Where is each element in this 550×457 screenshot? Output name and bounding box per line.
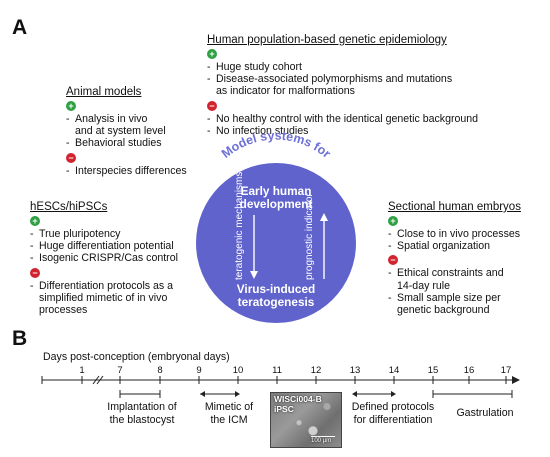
list-item: -Analysis in vivo xyxy=(66,113,148,125)
scale-bar xyxy=(311,436,335,437)
list-item: -Behavioral studies xyxy=(66,137,162,150)
timeline-axis-label: Days post-conception (embryonal days) xyxy=(43,351,230,363)
epidemiology-block: Human population-based genetic epidemiol… xyxy=(207,34,507,137)
list-item: -Small sample size per xyxy=(388,291,501,304)
tick-label: 17 xyxy=(500,365,512,376)
up-arrow-icon xyxy=(320,213,328,221)
svg-text:Model systems for: Model systems for xyxy=(219,129,334,161)
down-arrow-icon xyxy=(250,271,258,279)
tick-label: 15 xyxy=(427,365,439,376)
list-item: -Spatial organization xyxy=(388,240,491,253)
tick-label: 13 xyxy=(349,365,361,376)
tick-label: 16 xyxy=(463,365,475,376)
list-item: -Interspecies differences xyxy=(66,164,187,177)
animal-models-block: Animal models + -Analysis in vivo and at… xyxy=(66,86,226,177)
list-item: -Ethical constraints and xyxy=(388,267,504,280)
tick-label: 11 xyxy=(272,365,282,376)
tick-label: 7 xyxy=(117,365,123,376)
list-item: -Disease-associated polymorphisms and mu… xyxy=(207,73,453,86)
list-item: -Huge study cohort xyxy=(207,61,302,73)
arrow-left-icon xyxy=(200,391,205,397)
arc-title-text: Model systems for xyxy=(219,129,334,161)
minus-icon: − xyxy=(30,267,40,278)
minus-icon: − xyxy=(66,152,76,163)
circle-arrows xyxy=(250,213,328,279)
tick-label: 10 xyxy=(232,365,244,376)
tick-label: 1 xyxy=(79,365,85,376)
model-systems-circle xyxy=(196,163,356,323)
plus-icon: + xyxy=(66,101,76,111)
tick-label: 12 xyxy=(310,365,322,376)
list-item: -No infection studies xyxy=(207,124,309,137)
list-item: -No healthy control with the identical g… xyxy=(207,112,479,125)
arrow-left-icon xyxy=(352,391,357,397)
arrow-right-icon xyxy=(391,391,396,397)
arc-title: Model systems for xyxy=(219,129,334,161)
tick-label: 8 xyxy=(157,365,163,376)
list-item: and at system level xyxy=(75,125,166,138)
axis-break xyxy=(92,375,100,385)
sectional-embryos-block: Sectional human embryos + -Close to in v… xyxy=(388,201,548,316)
tick-label: 9 xyxy=(196,365,202,376)
hesc-title: hESCs/hiPSCs xyxy=(30,201,108,213)
timeline-arrow-icon xyxy=(512,376,520,384)
sectional-embryos-title: Sectional human embryos xyxy=(388,201,521,213)
list-item: simplified mimetic of in vivo xyxy=(39,291,168,304)
gastrulation-label: Gastrulation xyxy=(456,407,514,419)
animal-models-title: Animal models xyxy=(66,86,142,98)
tick-label: 14 xyxy=(388,365,400,376)
panel-a-label: A xyxy=(12,16,28,39)
early-development-label: Early human development xyxy=(239,184,313,211)
list-item: 14-day rule xyxy=(397,279,450,292)
arrow-right-icon xyxy=(235,391,240,397)
teratogenesis-label: Virus-induced teratogenesis xyxy=(236,282,316,309)
axis-break xyxy=(96,375,104,385)
timeline xyxy=(41,375,520,398)
plus-icon: + xyxy=(207,49,217,59)
list-item: -Differentiation protocols as a xyxy=(30,279,174,292)
list-item: processes xyxy=(39,304,88,317)
minus-icon: − xyxy=(207,100,217,111)
list-item: as indicator for malformations xyxy=(216,85,355,98)
list-item: -True pluripotency xyxy=(30,228,121,240)
hesc-block: hESCs/hiPSCs + -True pluripotency -Huge … xyxy=(30,201,220,316)
panel-b-label: B xyxy=(12,327,28,350)
plus-icon: + xyxy=(388,216,398,226)
list-item: -Isogenic CRISPR/Cas control xyxy=(30,252,178,265)
plus-icon: + xyxy=(30,216,40,226)
epidemiology-title: Human population-based genetic epidemiol… xyxy=(207,34,447,46)
minus-icon: − xyxy=(388,255,398,266)
list-item: genetic background xyxy=(397,304,490,317)
list-item: -Huge differentiation potential xyxy=(30,240,174,253)
list-item: -Close to in vivo processes xyxy=(388,228,521,240)
scale-bar-label: 100 µm xyxy=(311,438,332,444)
